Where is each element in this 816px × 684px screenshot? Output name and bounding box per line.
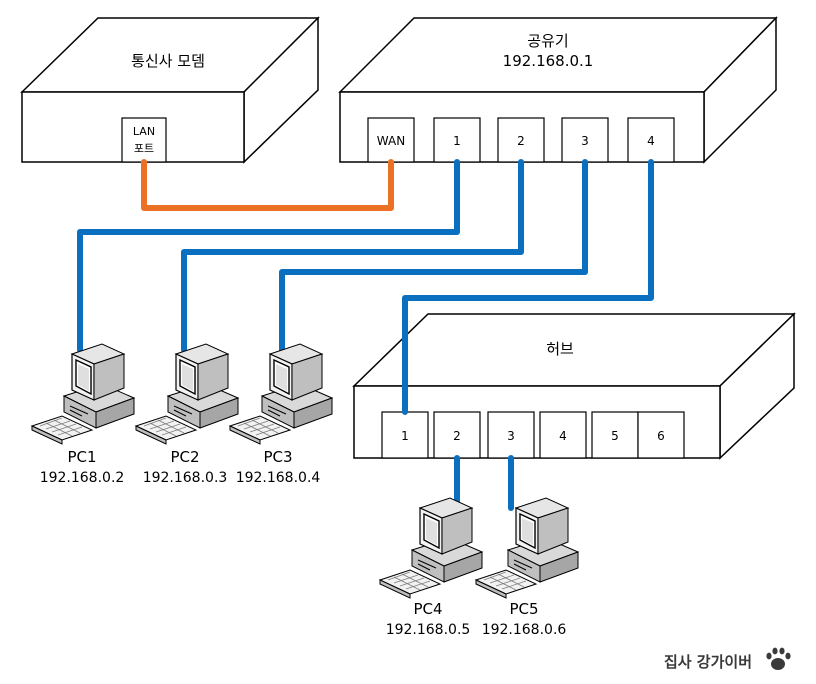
cable-router2-pc2 [181, 159, 524, 353]
svg-text:1: 1 [401, 429, 409, 443]
modem-title: 통신사 모뎀 [131, 52, 205, 70]
modem-device: 통신사 모뎀 LAN 포트 [20, 16, 320, 164]
pc1-name: PC1 [67, 448, 96, 466]
svg-text:1: 1 [453, 134, 461, 148]
hub-port-5: 5 [591, 411, 639, 459]
router-device: 공유기 192.168.0.1 WAN 1 2 3 4 [338, 16, 778, 164]
pc5-name: PC5 [509, 600, 538, 618]
pc5-computer-icon [475, 497, 579, 599]
cable-router4-hub1 [402, 159, 654, 415]
modem-lan-port [121, 117, 167, 163]
hub-port-1: 1 [381, 411, 429, 459]
router-port-wan: WAN [367, 117, 415, 163]
hub-port-2: 2 [433, 411, 481, 459]
cable-router3-pc3 [279, 159, 588, 353]
hub-port-6: 6 [637, 411, 685, 459]
paw-icon [766, 647, 791, 670]
svg-text:4: 4 [559, 429, 567, 443]
svg-text:WAN: WAN [377, 134, 405, 148]
watermark-text: 집사 강가이버 [664, 653, 752, 671]
hub-title: 허브 [546, 340, 574, 358]
pc4-computer-icon [379, 497, 483, 599]
svg-text:3: 3 [507, 429, 515, 443]
pc2-computer-icon [135, 343, 239, 445]
svg-text:5: 5 [611, 429, 619, 443]
modem-port-label: 포트 [134, 142, 154, 155]
router-ip: 192.168.0.1 [503, 52, 594, 70]
pc3-name: PC3 [263, 448, 292, 466]
pc4-name: PC4 [413, 600, 442, 618]
router-port-2: 2 [497, 117, 545, 163]
modem-lan-label: LAN [133, 125, 155, 138]
router-title: 공유기 [527, 32, 568, 50]
svg-text:2: 2 [453, 429, 461, 443]
svg-text:6: 6 [657, 429, 665, 443]
pc3-ip: 192.168.0.4 [236, 470, 321, 486]
hub-port-4: 4 [539, 411, 587, 459]
pc4-ip: 192.168.0.5 [386, 622, 471, 638]
svg-text:3: 3 [581, 134, 589, 148]
hub-device: 허브 1 2 3 4 5 6 [352, 312, 796, 460]
router-port-4: 4 [627, 117, 675, 163]
pc5-ip: 192.168.0.6 [482, 622, 567, 638]
pc1-ip: 192.168.0.2 [40, 470, 125, 486]
hub-port-3: 3 [487, 411, 535, 459]
svg-text:2: 2 [517, 134, 525, 148]
router-port-1: 1 [433, 117, 481, 163]
wan-cable [141, 159, 394, 211]
pc1-computer-icon [31, 343, 135, 445]
pc3-computer-icon [229, 343, 333, 445]
router-port-3: 3 [561, 117, 609, 163]
cable-router1-pc1 [77, 159, 460, 353]
pc2-ip: 192.168.0.3 [143, 470, 228, 486]
pc2-name: PC2 [170, 448, 199, 466]
svg-text:4: 4 [647, 134, 655, 148]
